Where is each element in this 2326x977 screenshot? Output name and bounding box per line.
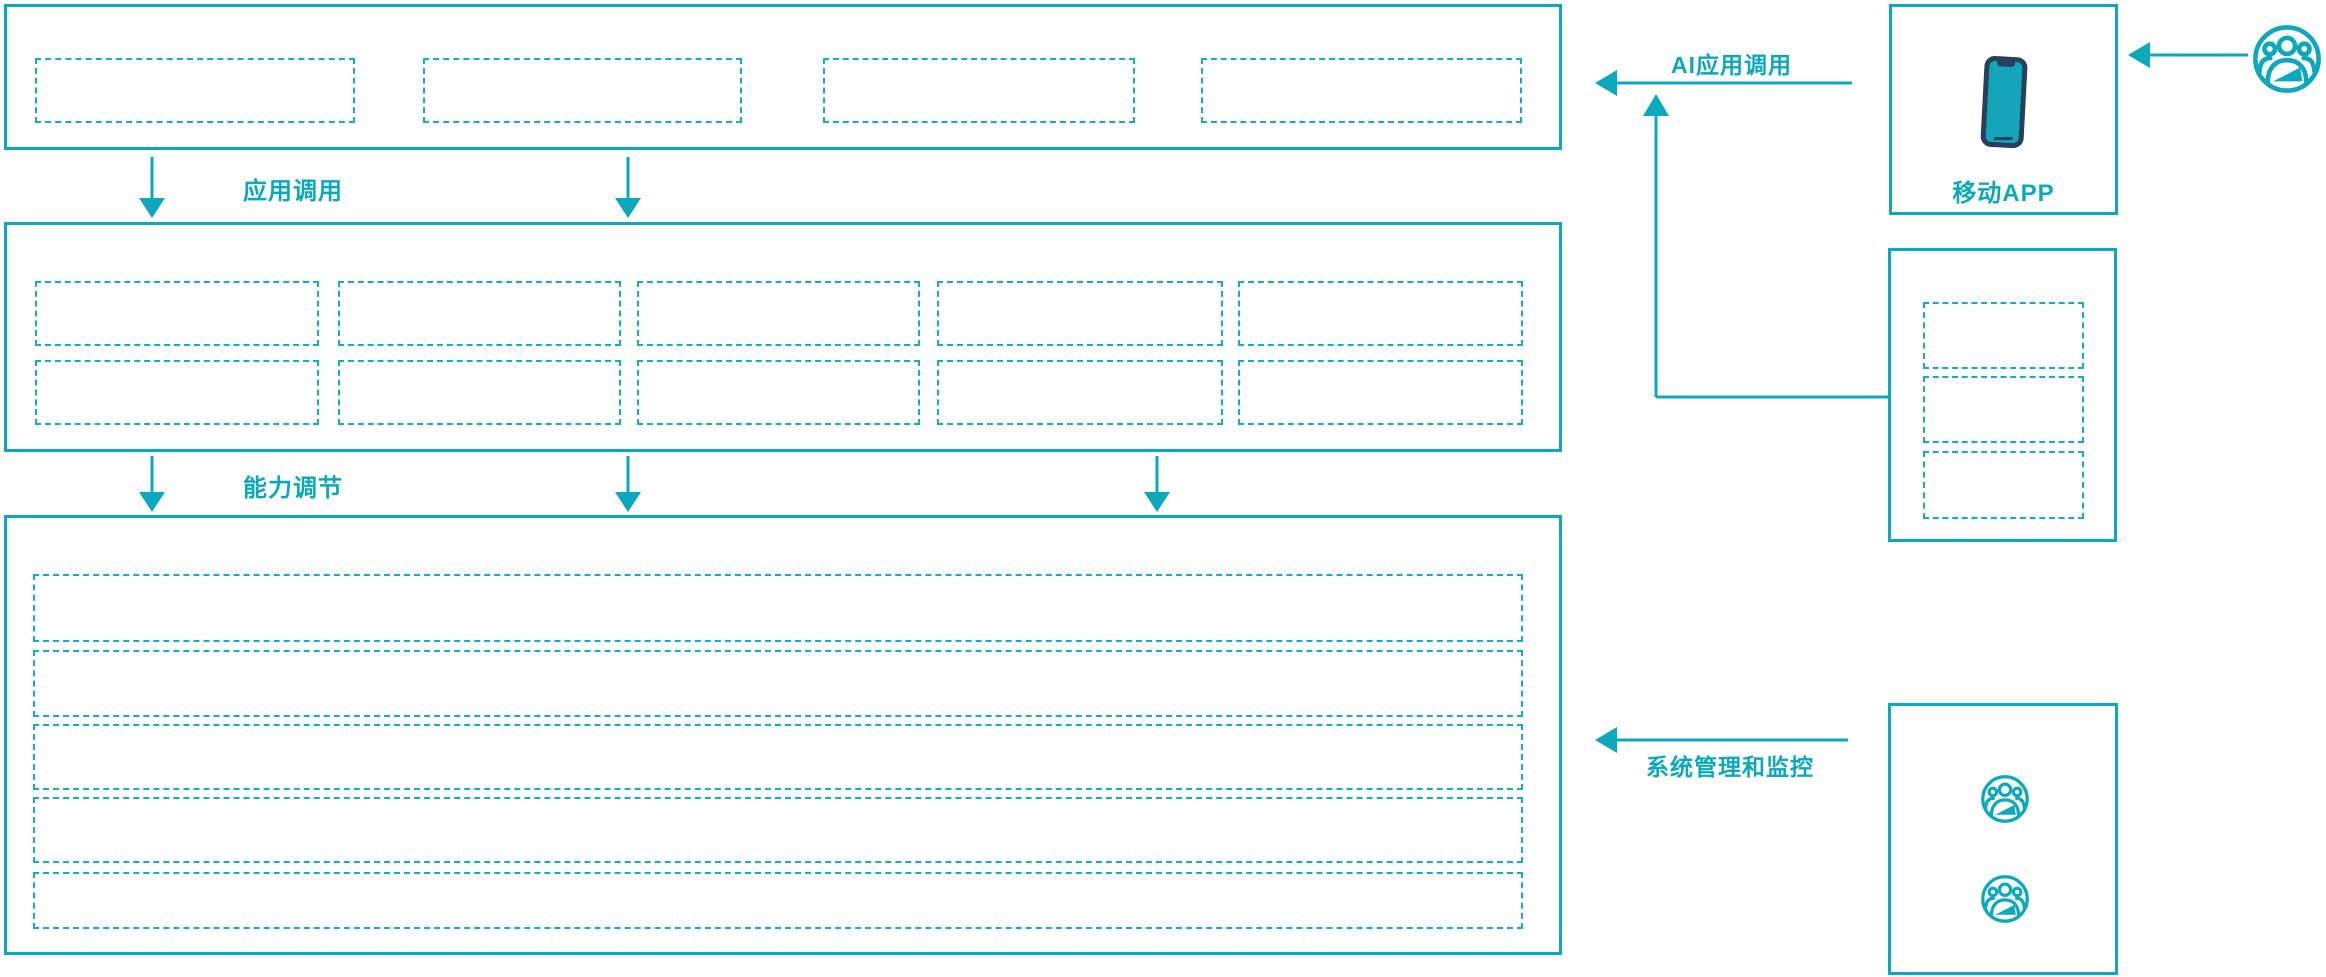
system-monitor-label: 系统管理和监控 (1646, 754, 1814, 780)
arrow-user-to-mobile (2128, 42, 2248, 68)
right-middle-placeholder-3 (1923, 451, 2084, 519)
middle-band-container (4, 222, 1562, 452)
top-band-container (4, 4, 1562, 150)
app-call-label: 应用调用 (243, 178, 343, 205)
bottom-band-placeholder-row3 (33, 724, 1523, 790)
bottom-band-placeholder-row1 (33, 574, 1523, 642)
connector-open-platform-up (1643, 94, 1889, 399)
middle-band-placeholder-r1c1 (35, 281, 319, 346)
middle-band-placeholder-r1c3 (637, 281, 920, 346)
top-band-placeholder-1 (35, 58, 355, 123)
middle-band-placeholder-r1c2 (338, 281, 621, 346)
arrow-app-call-2 (615, 157, 641, 218)
capability-adjust-label: 能力调节 (243, 475, 343, 502)
middle-band-placeholder-r1c5 (1238, 281, 1523, 346)
bottom-band-container (4, 515, 1562, 955)
arrow-capability-3 (1144, 456, 1170, 512)
middle-band-placeholder-r2c5 (1238, 360, 1523, 425)
right-middle-placeholder-1 (1923, 302, 2084, 369)
user-group-icon (1979, 773, 2031, 825)
right-middle-placeholder-2 (1923, 376, 2084, 443)
arrow-capability-1 (139, 456, 165, 512)
bottom-band-placeholder-row5 (33, 872, 1523, 929)
right-middle-box (1888, 248, 2117, 542)
mobile-app-label: 移动APP (1952, 180, 2055, 207)
top-band-placeholder-3 (823, 58, 1135, 123)
smartphone-icon (1980, 56, 2028, 149)
user-group-icon (1979, 873, 2031, 925)
middle-band-placeholder-r2c4 (937, 360, 1223, 425)
top-band-placeholder-4 (1201, 58, 1522, 123)
top-band-placeholder-2 (423, 58, 742, 123)
middle-band-placeholder-r2c1 (35, 360, 319, 425)
arrow-capability-2 (615, 456, 641, 512)
middle-band-placeholder-r1c4 (937, 281, 1223, 346)
bottom-band-placeholder-row2 (33, 650, 1523, 717)
arrow-app-call-1 (139, 157, 165, 218)
ai-app-call-label: AI应用调用 (1671, 52, 1792, 78)
right-bottom-box (1888, 703, 2118, 975)
user-group-icon (2250, 22, 2324, 96)
middle-band-placeholder-r2c3 (637, 360, 920, 425)
bottom-band-placeholder-row4 (33, 797, 1523, 863)
middle-band-placeholder-r2c2 (338, 360, 621, 425)
